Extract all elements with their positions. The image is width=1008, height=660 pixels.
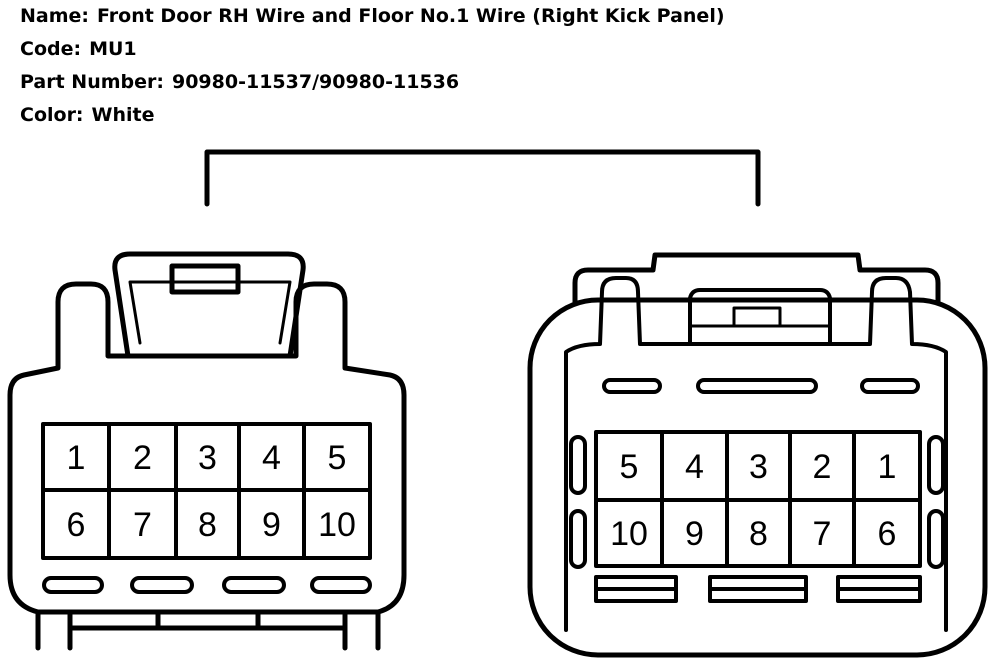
right-pin-label-4: 4 (685, 448, 704, 486)
left-pin-label-10: 10 (318, 506, 356, 544)
left-connector-lock-arm (112, 251, 306, 359)
right-pin-label-9: 9 (685, 515, 704, 553)
left-connector-pin-grid: 1 2 3 4 5 6 7 8 9 10 (41, 422, 372, 560)
right-connector-lock-frame (688, 288, 832, 346)
right-connector-lock-tab (732, 306, 782, 328)
name-label: Name: (20, 5, 90, 27)
right-connector-body (527, 297, 988, 658)
right-pin-label-8: 8 (749, 515, 768, 553)
name-value: Front Door RH Wire and Floor No.1 Wire (… (97, 5, 725, 27)
connector-pair-bracket (204, 149, 761, 207)
left-connector-body (7, 281, 407, 651)
color-label: Color: (20, 104, 84, 126)
right-pin-cell-6 (852, 498, 922, 568)
right-pin-label-6: 6 (878, 515, 897, 553)
left-pin-cell-10 (302, 488, 372, 560)
name-row: Name: Front Door RH Wire and Floor No.1 W… (20, 0, 725, 33)
left-pin-label-2: 2 (133, 439, 152, 477)
left-pin-label-8: 8 (198, 506, 217, 544)
connector-info: Name: Front Door RH Wire and Floor No.1 W… (20, 0, 725, 132)
left-pin-label-1: 1 (67, 439, 86, 477)
part-number-row: Part Number: 90980-11537/90980-11536 (20, 66, 725, 99)
part-number-label: Part Number: (20, 71, 164, 93)
code-value: MU1 (89, 38, 137, 60)
left-pin-label-5: 5 (328, 439, 347, 477)
right-connector-side-slots (569, 435, 945, 569)
right-pin-label-3: 3 (749, 448, 768, 486)
right-connector: 5 4 3 2 1 10 9 8 7 6 (527, 252, 988, 658)
right-connector-outer-shoulder (572, 252, 941, 305)
left-pin-label-9: 9 (262, 506, 281, 544)
code-row: Code: MU1 (20, 33, 725, 66)
left-connector-lock-tab (169, 263, 241, 295)
right-pin-label-5: 5 (620, 448, 639, 486)
left-pin-label-7: 7 (133, 506, 152, 544)
right-connector-inner-shell (564, 276, 948, 632)
left-connector-bottom-slots (42, 576, 372, 594)
right-connector-top-slots (602, 378, 920, 394)
right-connector-pin-grid: 5 4 3 2 1 10 9 8 7 6 (594, 430, 922, 568)
code-label: Code: (20, 38, 82, 60)
left-pin-label-6: 6 (67, 506, 86, 544)
right-pin-label-7: 7 (813, 515, 832, 553)
left-connector: 1 2 3 4 5 6 7 8 9 10 (7, 251, 407, 651)
color-value: White (91, 104, 155, 126)
right-pin-label-10: 10 (610, 515, 648, 553)
part-number-value: 90980-11537/90980-11536 (171, 71, 460, 93)
left-pin-label-3: 3 (198, 439, 217, 477)
left-connector-base-flange (35, 609, 381, 651)
right-pin-label-2: 2 (813, 448, 832, 486)
left-pin-label-4: 4 (262, 439, 281, 477)
color-row: Color: White (20, 99, 725, 132)
right-pin-label-1: 1 (878, 448, 897, 486)
right-connector-bottom-slots (594, 575, 922, 603)
left-connector-lock-inner (128, 280, 292, 345)
